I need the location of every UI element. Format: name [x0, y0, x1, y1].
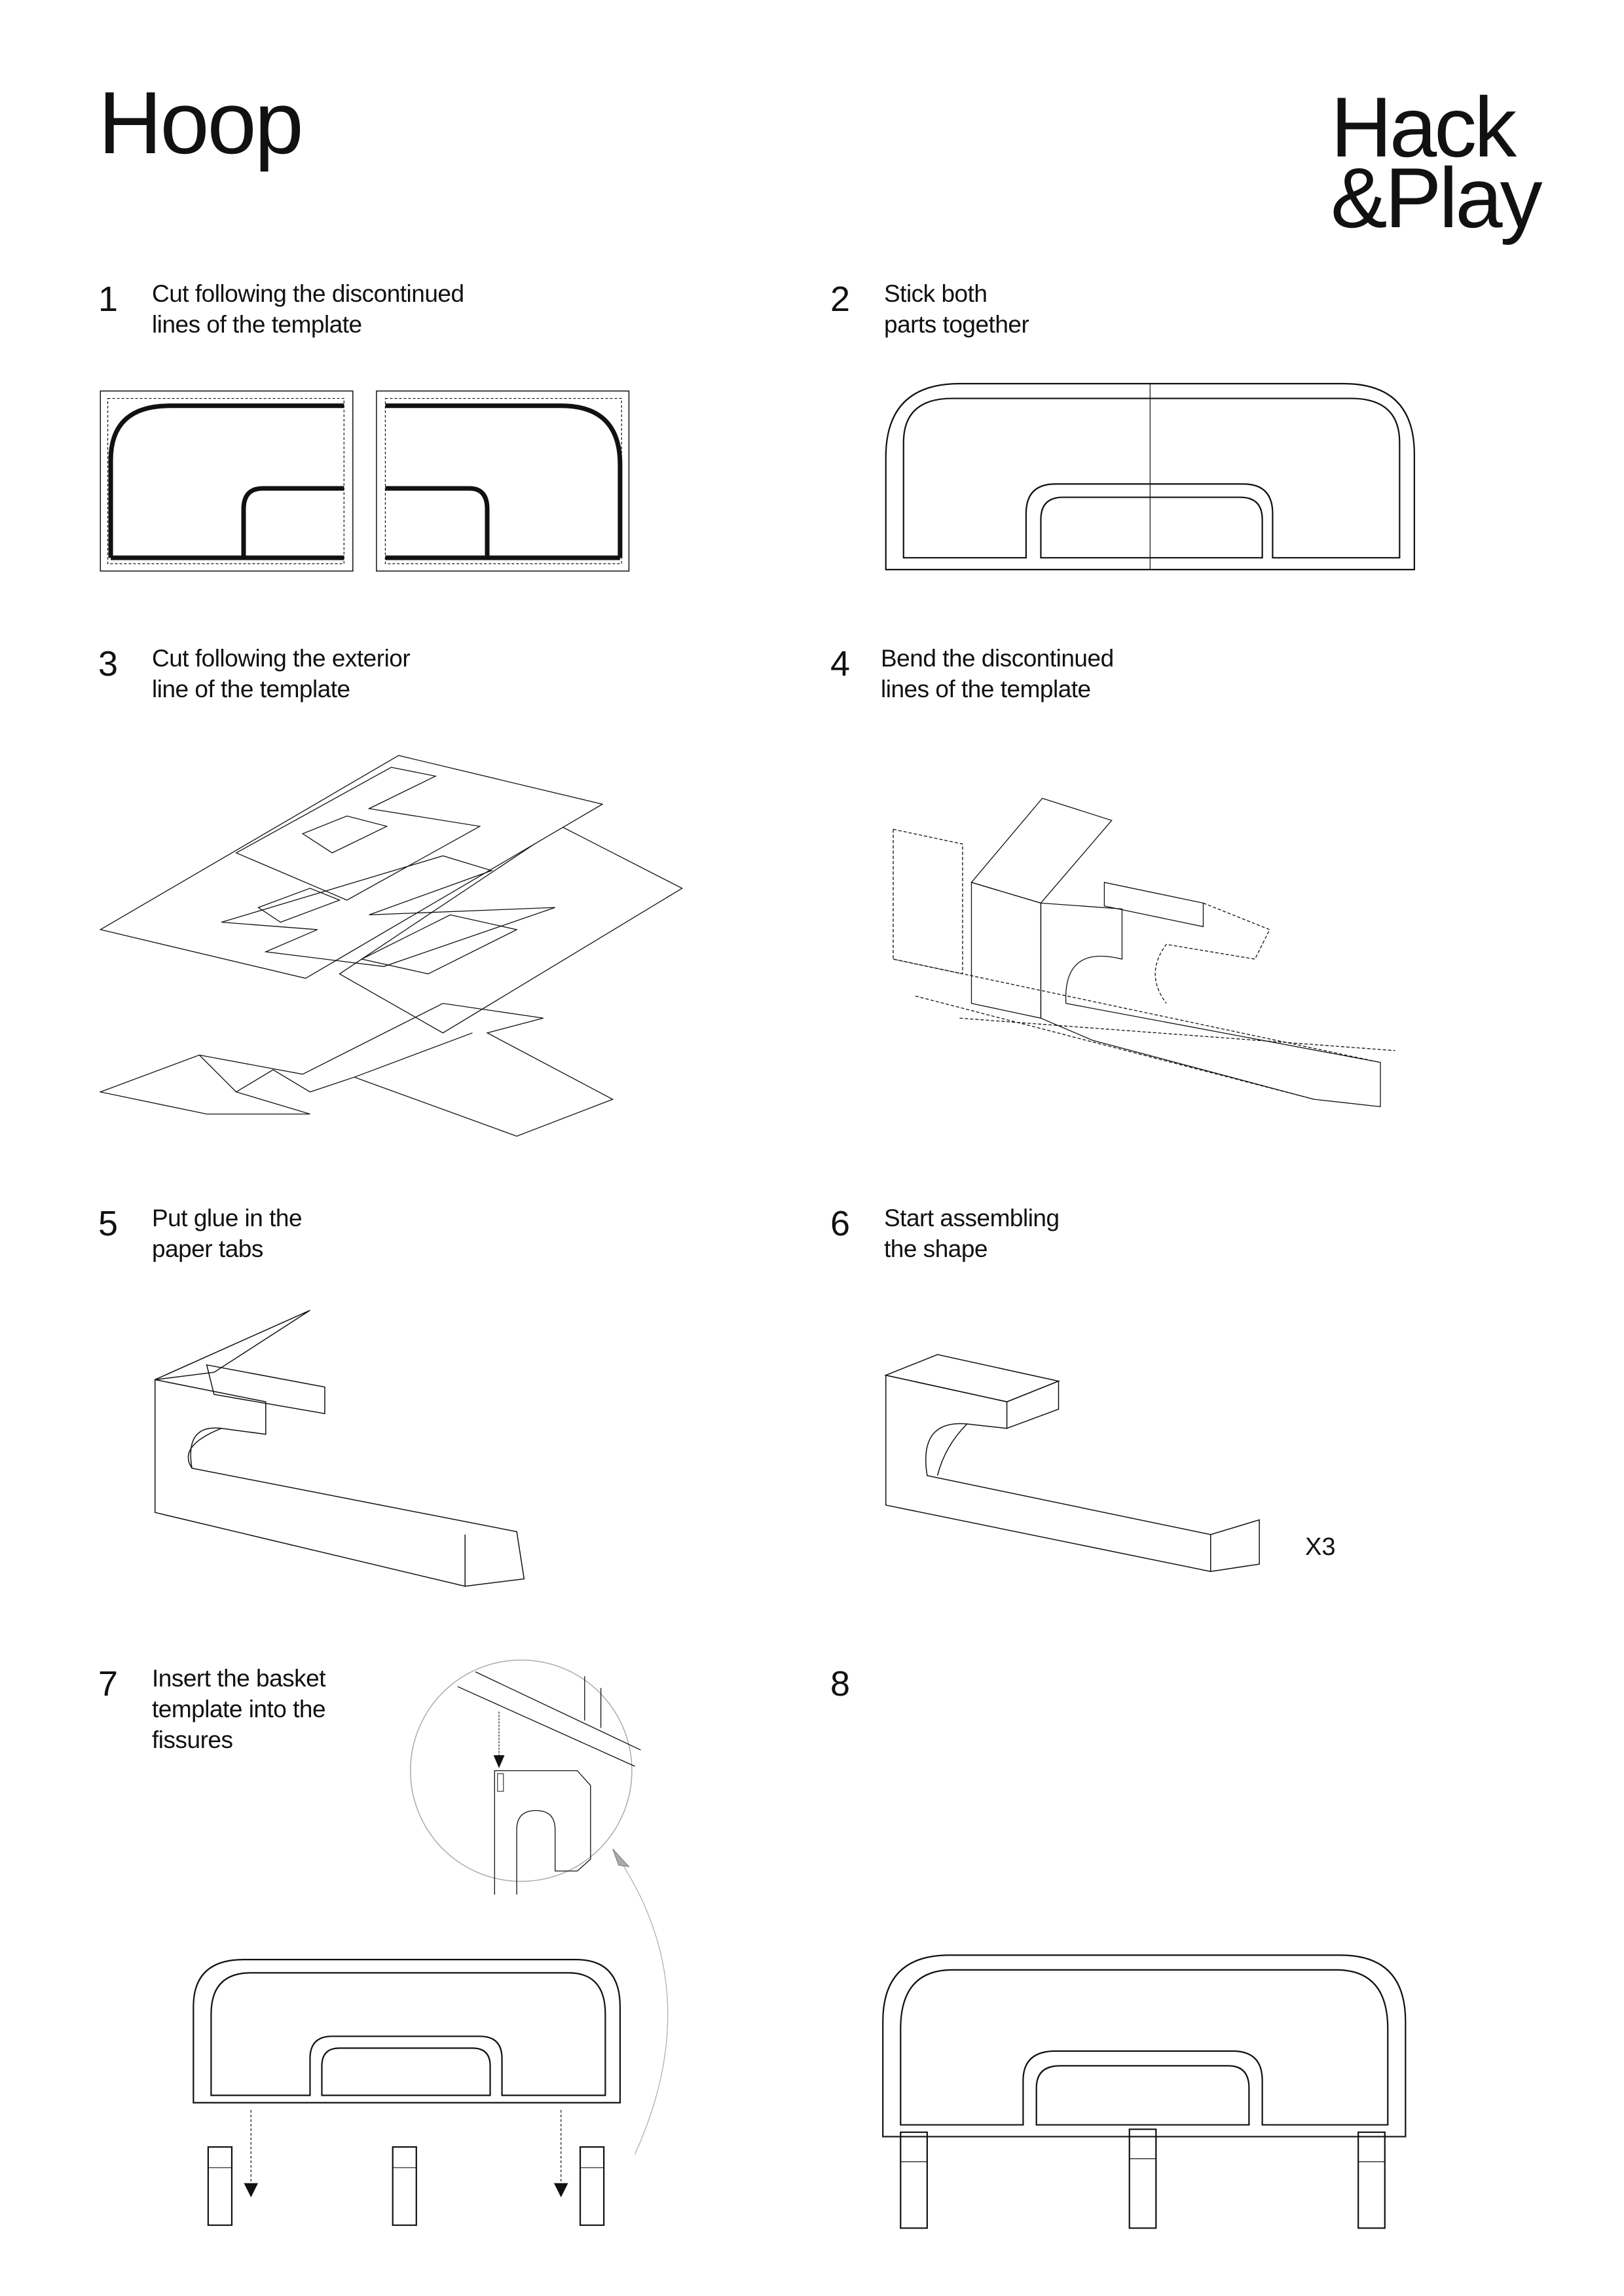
basket-leg: [1358, 2132, 1385, 2229]
step-6-number: 6: [830, 1204, 851, 1243]
step-6-assembled-piece-illustration: [886, 1355, 1259, 1571]
basket-leg: [1130, 2129, 1156, 2228]
step-5-number: 5: [98, 1204, 119, 1243]
step-4-bend-illustration: [893, 798, 1395, 1106]
brand-logo: Hack &Play: [1331, 79, 1543, 246]
step-3-cut-sheets-illustration: [100, 756, 682, 1136]
step-5-glue-illustration: [155, 1310, 525, 1586]
step-1-template-illustration: [100, 391, 629, 571]
basket-leg: [208, 2147, 232, 2225]
step-1-number: 1: [98, 280, 119, 319]
step-7-text: Insert the basket template into the fiss…: [152, 1665, 326, 1753]
basket-leg: [580, 2147, 604, 2225]
step-7-insert-illustration: [193, 1660, 667, 2225]
step-5-text: Put glue in the paper tabs: [152, 1205, 303, 1262]
step-1-text: Cut following the discontinued lines of …: [152, 280, 464, 338]
basket-leg: [393, 2147, 416, 2225]
step-4-number: 4: [830, 644, 851, 683]
step-8-number: 8: [830, 1664, 851, 1704]
step-7-number: 7: [98, 1664, 119, 1704]
page-title: Hoop: [98, 73, 304, 172]
step-2-joined-illustration: [886, 384, 1414, 570]
logo-line-1: Hack: [1331, 79, 1517, 175]
step-3-number: 3: [98, 644, 119, 683]
logo-line-2: &Play: [1331, 150, 1543, 246]
step-3-text: Cut following the exterior line of the t…: [152, 645, 411, 702]
quantity-multiplier: X3: [1305, 1533, 1336, 1561]
basket-leg: [900, 2132, 927, 2229]
step-2-text: Stick both parts together: [884, 280, 1029, 338]
step-4-text: Bend the discontinued lines of the templ…: [881, 645, 1114, 702]
step-6-text: Start assembling the shape: [884, 1205, 1060, 1262]
step-2-number: 2: [830, 280, 851, 319]
step-8-final-basket-illustration: [883, 1955, 1405, 2228]
